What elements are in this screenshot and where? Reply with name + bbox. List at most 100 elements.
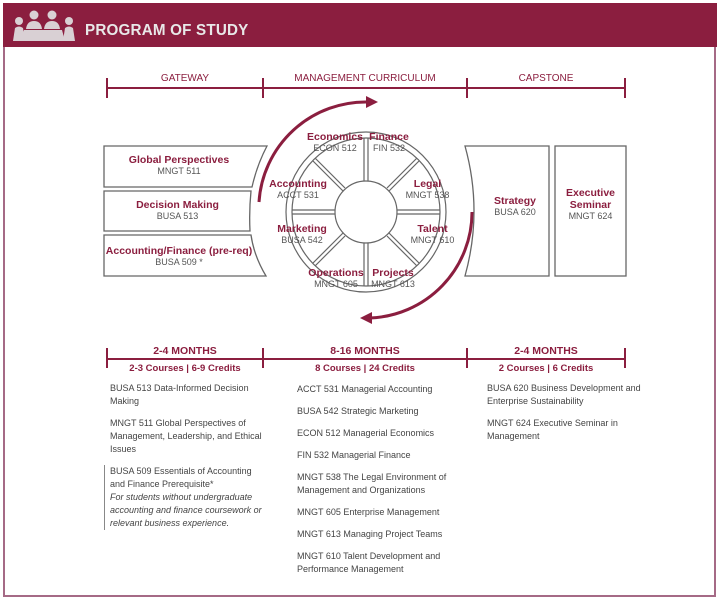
list-line: Management, Leadership, and Ethical xyxy=(110,431,262,441)
list-line: Management xyxy=(487,431,540,441)
course-title: Global Perspectives xyxy=(128,154,230,166)
gateway-box-decision-making xyxy=(103,190,252,232)
top-arrow-arc xyxy=(257,100,369,203)
list-line: and Finance Prerequisite* xyxy=(110,479,214,489)
gateway-course-3: Accounting/Finance (pre-req) BUSA 509 * xyxy=(104,245,254,267)
arrow-head-left-icon xyxy=(360,312,372,324)
list-line: BUSA 513 Data-Informed Decision xyxy=(110,383,249,393)
wheel-legal: Legal MNGT 538 xyxy=(400,178,455,200)
capstone-credits: 2 Courses | 6 Credits xyxy=(498,363,594,374)
course-title: Accounting/Finance (pre-req) xyxy=(105,245,253,257)
list-line: Performance Management xyxy=(297,564,404,574)
list-line: BUSA 542 Strategic Marketing xyxy=(297,406,419,416)
list-line: MNGT 511 Global Perspectives of xyxy=(110,418,246,428)
timeline-tick xyxy=(624,348,626,368)
list-item: MNGT 605 Enterprise Management xyxy=(297,506,467,519)
list-line: MNGT 605 Enterprise Management xyxy=(297,507,440,517)
list-line: BUSA 509 Essentials of Accounting xyxy=(110,466,252,476)
course-code: MNGT 613 xyxy=(371,279,415,289)
arrow-head-right-icon xyxy=(366,96,378,108)
gateway-course-2: Decision Making BUSA 513 xyxy=(104,199,251,221)
prereq-note: relevant business experience. xyxy=(110,518,230,528)
meeting-people-icon xyxy=(13,10,75,41)
list-line: Management and Organizations xyxy=(297,485,426,495)
management-duration: 8-16 MONTHS xyxy=(330,345,400,357)
course-code: BUSA 513 xyxy=(156,211,199,221)
course-code: MNGT 538 xyxy=(405,190,450,200)
capstone-course-1: Strategy BUSA 620 xyxy=(480,195,550,217)
timeline-tick xyxy=(262,78,264,98)
course-title: Operations xyxy=(308,267,364,279)
list-item: MNGT 613 Managing Project Teams xyxy=(297,528,467,541)
prereq-note: For students without undergraduate xyxy=(110,492,253,502)
list-line: Issues xyxy=(110,444,137,454)
list-line: FIN 532 Managerial Finance xyxy=(297,450,411,460)
curriculum-diagram xyxy=(103,96,627,324)
list-line: ECON 512 Managerial Economics xyxy=(297,428,435,438)
course-code: ECON 512 xyxy=(313,143,357,153)
list-line: MNGT 613 Managing Project Teams xyxy=(297,529,443,539)
list-item: FIN 532 Managerial Finance xyxy=(297,449,467,462)
capstone-box-executive-seminar xyxy=(554,145,627,277)
wheel-marketing: Marketing BUSA 542 xyxy=(272,223,332,245)
list-item: ACCT 531 Managerial Accounting xyxy=(297,383,467,396)
list-line: ACCT 531 Managerial Accounting xyxy=(297,384,433,394)
list-line: BUSA 620 Business Development and xyxy=(487,383,641,393)
gateway-course-1: Global Perspectives MNGT 511 xyxy=(104,154,254,176)
cycle-arrows xyxy=(257,100,474,320)
course-title: Projects xyxy=(372,267,414,279)
list-line: Enterprise Sustainability xyxy=(487,396,584,406)
phase-management-label: MANAGEMENT CURRICULUM xyxy=(294,73,436,84)
course-code: MNGT 605 xyxy=(314,279,358,289)
capstone-box-strategy xyxy=(464,145,550,277)
course-code: BUSA 542 xyxy=(281,235,323,245)
course-code: FIN 532 xyxy=(372,143,405,153)
list-line: Making xyxy=(110,396,140,406)
timeline-tick xyxy=(466,78,468,98)
course-title: Decision Making xyxy=(136,199,219,211)
course-title: Talent xyxy=(417,223,448,235)
page-title: PROGRAM OF STUDY xyxy=(85,22,249,39)
wheel-finance: Finance FIN 532 xyxy=(364,131,414,153)
list-line: MNGT 610 Talent Development and xyxy=(297,551,441,561)
list-item: ECON 512 Managerial Economics xyxy=(297,427,467,440)
course-title: Seminar xyxy=(569,199,612,211)
timeline-tick xyxy=(624,78,626,98)
course-title: Economics xyxy=(306,131,364,143)
page-frame xyxy=(3,3,716,597)
course-title: Legal xyxy=(413,178,442,190)
wheel-spokes xyxy=(292,138,440,286)
course-code: MNGT 511 xyxy=(157,166,201,176)
top-timeline xyxy=(107,87,626,89)
management-credits: 8 Courses | 24 Credits xyxy=(315,363,415,374)
timeline-tick xyxy=(466,348,468,368)
bottom-arrow-arc xyxy=(369,211,474,320)
timeline-tick xyxy=(106,348,108,368)
course-title: Finance xyxy=(369,131,409,143)
gateway-course-list: BUSA 513 Data-Informed Decision Making M… xyxy=(104,382,270,539)
capstone-duration: 2-4 MONTHS xyxy=(514,345,578,357)
list-item: BUSA 513 Data-Informed Decision Making xyxy=(110,382,270,408)
timeline-tick xyxy=(106,78,108,98)
wheel-projects: Projects MNGT 613 xyxy=(368,267,418,289)
gateway-duration: 2-4 MONTHS xyxy=(153,345,217,357)
gateway-box-accounting-finance xyxy=(103,234,268,277)
gateway-box-global-perspectives xyxy=(103,145,269,188)
bottom-timeline xyxy=(107,358,626,360)
timeline-tick xyxy=(262,348,264,368)
course-title: Strategy xyxy=(493,195,536,207)
list-item: MNGT 624 Executive Seminar in Management xyxy=(487,417,647,443)
course-code: ACCT 531 xyxy=(277,190,319,200)
header-bar: PROGRAM OF STUDY xyxy=(3,3,717,47)
phase-capstone-label: CAPSTONE xyxy=(518,73,574,84)
list-line: MNGT 538 The Legal Environment of xyxy=(297,472,447,482)
course-code: BUSA 509 * xyxy=(155,257,203,267)
wheel-operations: Operations MNGT 605 xyxy=(306,267,366,289)
course-wheel xyxy=(285,131,447,293)
gateway-credits: 2-3 Courses | 6-9 Credits xyxy=(129,363,241,374)
list-line: MNGT 624 Executive Seminar in xyxy=(487,418,618,428)
wheel-economics: Economics ECON 512 xyxy=(305,131,365,153)
capstone-course-2: Executive Seminar MNGT 624 xyxy=(555,187,626,221)
